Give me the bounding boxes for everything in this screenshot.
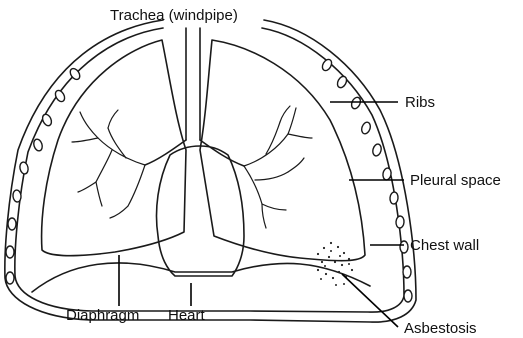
- label-trachea: Trachea (windpipe): [110, 7, 238, 24]
- label-chest-wall: Chest wall: [410, 237, 479, 254]
- label-ribs: Ribs: [405, 94, 435, 111]
- diaphragm: [32, 263, 370, 292]
- heart: [157, 146, 245, 276]
- label-heart: Heart: [168, 307, 206, 324]
- label-pleural-space: Pleural space: [410, 172, 501, 189]
- bronchial-tree: [72, 106, 312, 228]
- label-asbestosis: Asbestosis: [404, 320, 477, 337]
- trachea: [186, 28, 200, 140]
- label-diaphragm: Diaphragm: [66, 307, 139, 324]
